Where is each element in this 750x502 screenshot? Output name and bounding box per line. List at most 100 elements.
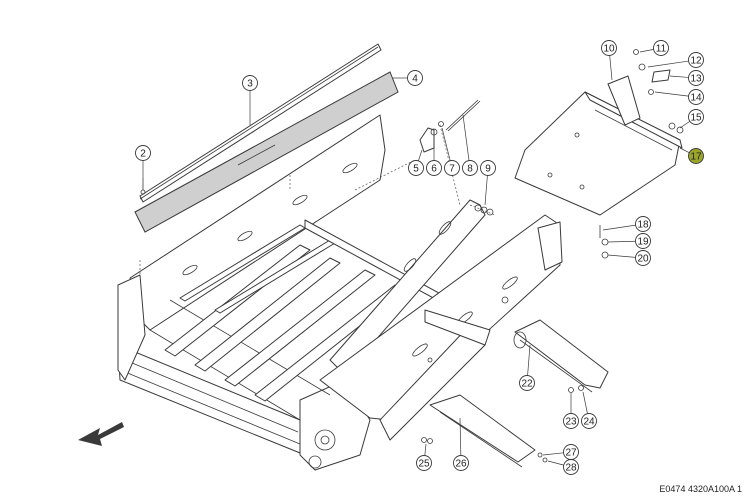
callout-label-27: 27 xyxy=(565,448,577,459)
callout-circle-13 xyxy=(688,70,704,86)
callout-label-8: 8 xyxy=(467,164,473,175)
callout-label-22: 22 xyxy=(521,379,533,390)
callout-circle-26 xyxy=(453,455,469,471)
callout-circle-20 xyxy=(635,250,651,266)
callout-label-17: 17 xyxy=(690,152,702,163)
callout-10[interactable]: 10 xyxy=(601,40,617,56)
callout-2[interactable]: 2 xyxy=(135,145,151,161)
callout-label-19: 19 xyxy=(637,237,649,248)
leader-line-28 xyxy=(547,460,564,466)
callout-label-12: 12 xyxy=(690,56,702,67)
callout-circle-22 xyxy=(519,375,535,391)
callout-circle-6 xyxy=(426,160,442,176)
leader-line-7 xyxy=(441,127,451,161)
callout-6[interactable]: 6 xyxy=(426,160,442,176)
callout-label-9: 9 xyxy=(485,164,491,175)
callout-26[interactable]: 26 xyxy=(453,455,469,471)
bracket-5 xyxy=(419,127,435,153)
callout-circle-23 xyxy=(563,413,579,429)
leader-line-19 xyxy=(607,240,636,243)
callout-label-18: 18 xyxy=(637,220,649,231)
direction-arrow xyxy=(78,422,124,446)
leader-line-20 xyxy=(607,254,636,258)
leader-line-13 xyxy=(669,75,689,78)
callout-circle-4 xyxy=(407,70,423,86)
leader-line-11 xyxy=(639,49,654,53)
callout-9[interactable]: 9 xyxy=(480,160,496,176)
leader-line-14 xyxy=(654,91,689,97)
callout-label-3: 3 xyxy=(247,79,253,90)
lower-cover-22 xyxy=(513,319,609,393)
leader-line-18 xyxy=(602,224,636,231)
callout-circle-3 xyxy=(242,75,258,91)
callout-5[interactable]: 5 xyxy=(408,160,424,176)
callout-28[interactable]: 28 xyxy=(563,459,579,475)
main-frame xyxy=(117,114,563,471)
leader-line-12 xyxy=(647,60,689,68)
callout-25[interactable]: 25 xyxy=(416,455,432,471)
callout-circle-17 xyxy=(688,148,704,164)
leader-line-25 xyxy=(424,443,427,456)
callout-11[interactable]: 11 xyxy=(653,40,669,56)
callout-27[interactable]: 27 xyxy=(563,444,579,460)
callout-14[interactable]: 14 xyxy=(688,89,704,105)
callout-label-4: 4 xyxy=(412,74,418,85)
leader-lines xyxy=(142,49,691,466)
leader-line-8 xyxy=(462,114,470,161)
callout-18[interactable]: 18 xyxy=(635,216,651,232)
lower-cover-26 xyxy=(429,394,536,468)
callout-12[interactable]: 12 xyxy=(688,52,704,68)
callout-circle-5 xyxy=(408,160,424,176)
callout-label-13: 13 xyxy=(690,74,702,85)
callout-23[interactable]: 23 xyxy=(563,413,579,429)
callout-8[interactable]: 8 xyxy=(462,160,478,176)
callout-label-25: 25 xyxy=(418,459,430,470)
callout-13[interactable]: 13 xyxy=(688,70,704,86)
leader-line-17 xyxy=(679,147,690,153)
callout-24[interactable]: 24 xyxy=(581,413,597,429)
callout-circle-14 xyxy=(688,89,704,105)
callout-17[interactable]: 17 xyxy=(688,148,704,164)
callout-circle-10 xyxy=(601,40,617,56)
leader-line-10 xyxy=(609,55,613,81)
callout-7[interactable]: 7 xyxy=(444,160,460,176)
callout-label-11: 11 xyxy=(656,44,667,55)
leader-line-26 xyxy=(459,417,462,456)
callout-circle-28 xyxy=(563,459,579,475)
callout-label-6: 6 xyxy=(431,164,437,175)
callout-circle-12 xyxy=(688,52,704,68)
callout-4[interactable]: 4 xyxy=(407,70,423,86)
callout-circle-8 xyxy=(462,160,478,176)
callout-22[interactable]: 22 xyxy=(519,375,535,391)
leader-line-15 xyxy=(679,120,691,129)
callout-circle-18 xyxy=(635,216,651,232)
leader-line-27 xyxy=(542,452,564,456)
callout-label-23: 23 xyxy=(565,417,577,428)
callout-15[interactable]: 15 xyxy=(688,109,704,125)
leader-line-24 xyxy=(582,391,588,414)
leader-line-5 xyxy=(418,149,423,161)
callout-20[interactable]: 20 xyxy=(635,250,651,266)
strip-bar xyxy=(139,43,382,203)
callout-circle-2 xyxy=(135,145,151,161)
leader-line-9 xyxy=(484,175,488,206)
reference-code: E0474 4320A100A 1 xyxy=(659,484,742,494)
callout-3[interactable]: 3 xyxy=(242,75,258,91)
callout-circle-24 xyxy=(581,413,597,429)
callout-label-20: 20 xyxy=(637,254,649,265)
bolt-2 xyxy=(140,178,146,195)
callout-label-7: 7 xyxy=(449,164,455,175)
callout-circle-7 xyxy=(444,160,460,176)
callout-label-24: 24 xyxy=(583,417,595,428)
callout-label-28: 28 xyxy=(565,463,577,474)
callout-circle-9 xyxy=(480,160,496,176)
callout-circle-11 xyxy=(653,40,669,56)
callout-circle-15 xyxy=(688,109,704,125)
callout-label-5: 5 xyxy=(413,164,419,175)
callout-label-26: 26 xyxy=(455,459,467,470)
leader-line-22 xyxy=(527,344,531,376)
callout-label-15: 15 xyxy=(690,113,702,124)
callout-label-2: 2 xyxy=(140,149,146,160)
callout-19[interactable]: 19 xyxy=(635,233,651,249)
